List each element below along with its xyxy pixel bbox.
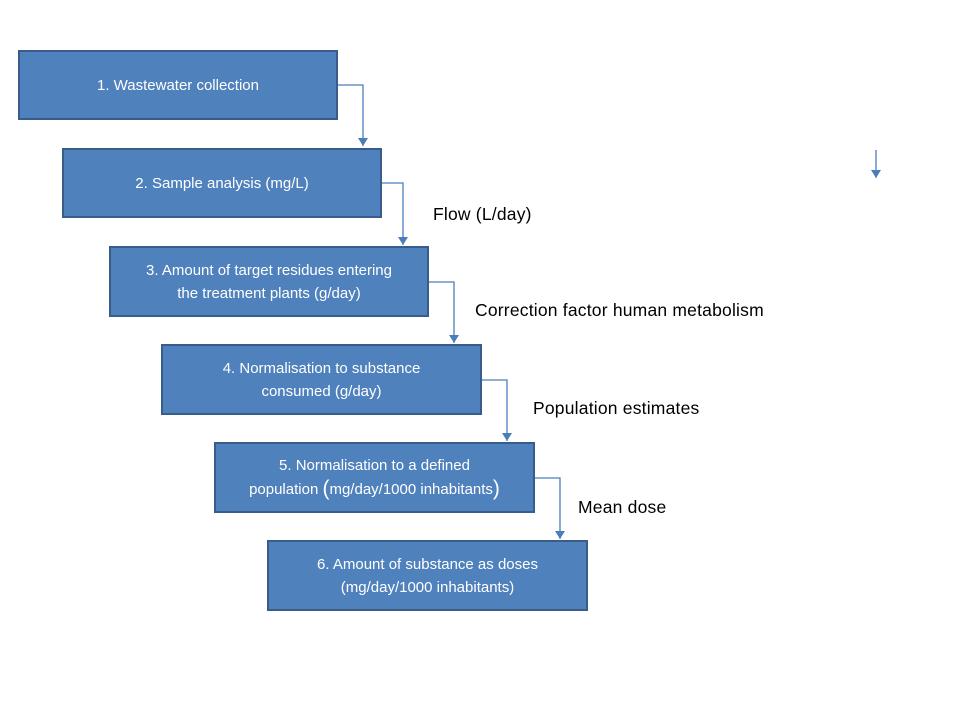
- step-5-normalisation-population: 5. Normalisation to a defined population…: [214, 442, 535, 513]
- step-6-substance-doses: 6. Amount of substance as doses (mg/day/…: [267, 540, 588, 611]
- step-5-label-line-2: population (mg/day/1000 inhabitants): [249, 477, 500, 501]
- step-5-unit: mg/day/1000 inhabitants: [329, 481, 493, 498]
- step-5-close-paren: ): [492, 477, 500, 500]
- step-3-label-line-1: 3. Amount of target residues entering: [146, 261, 392, 279]
- step-6-label-line-2: (mg/day/1000 inhabitants): [340, 578, 515, 596]
- connector-5-to-6: [534, 477, 565, 539]
- step-1-label: 1. Wastewater collection: [96, 76, 259, 94]
- factor-correction-label: Correction factor human metabolism: [475, 300, 764, 320]
- step-5-label-line-1: 5. Normalisation to a defined: [279, 457, 470, 474]
- factor-population-label: Population estimates: [533, 398, 700, 418]
- step-3-target-residues: 3. Amount of target residues entering th…: [109, 246, 429, 317]
- factor-flow-label: Flow (L/day): [433, 204, 532, 224]
- step-3-label-line-2: the treatment plants (g/day): [177, 284, 361, 302]
- connector-3-to-4: [428, 281, 459, 343]
- step-4-normalisation-substance: 4. Normalisation to substance consumed (…: [161, 344, 482, 415]
- step-6-label-line-1: 6. Amount of substance as doses: [317, 555, 538, 573]
- step-2-label: 2. Sample analysis (mg/L): [135, 174, 309, 192]
- connector-1-to-2: [337, 84, 368, 146]
- step-5-open-paren: (: [322, 477, 330, 500]
- step-2-sample-analysis: 2. Sample analysis (mg/L): [62, 148, 382, 218]
- step-4-label-line-1: 4. Normalisation to substance: [222, 359, 421, 377]
- step-1-wastewater-collection: 1. Wastewater collection: [18, 50, 338, 120]
- factor-mean-dose-label: Mean dose: [578, 497, 667, 517]
- connector-4-to-5: [481, 379, 512, 441]
- step-5-label-line-2-prefix: population: [249, 481, 323, 498]
- connector-2-to-3: [381, 182, 408, 245]
- step-4-label-line-2: consumed (g/day): [261, 382, 382, 400]
